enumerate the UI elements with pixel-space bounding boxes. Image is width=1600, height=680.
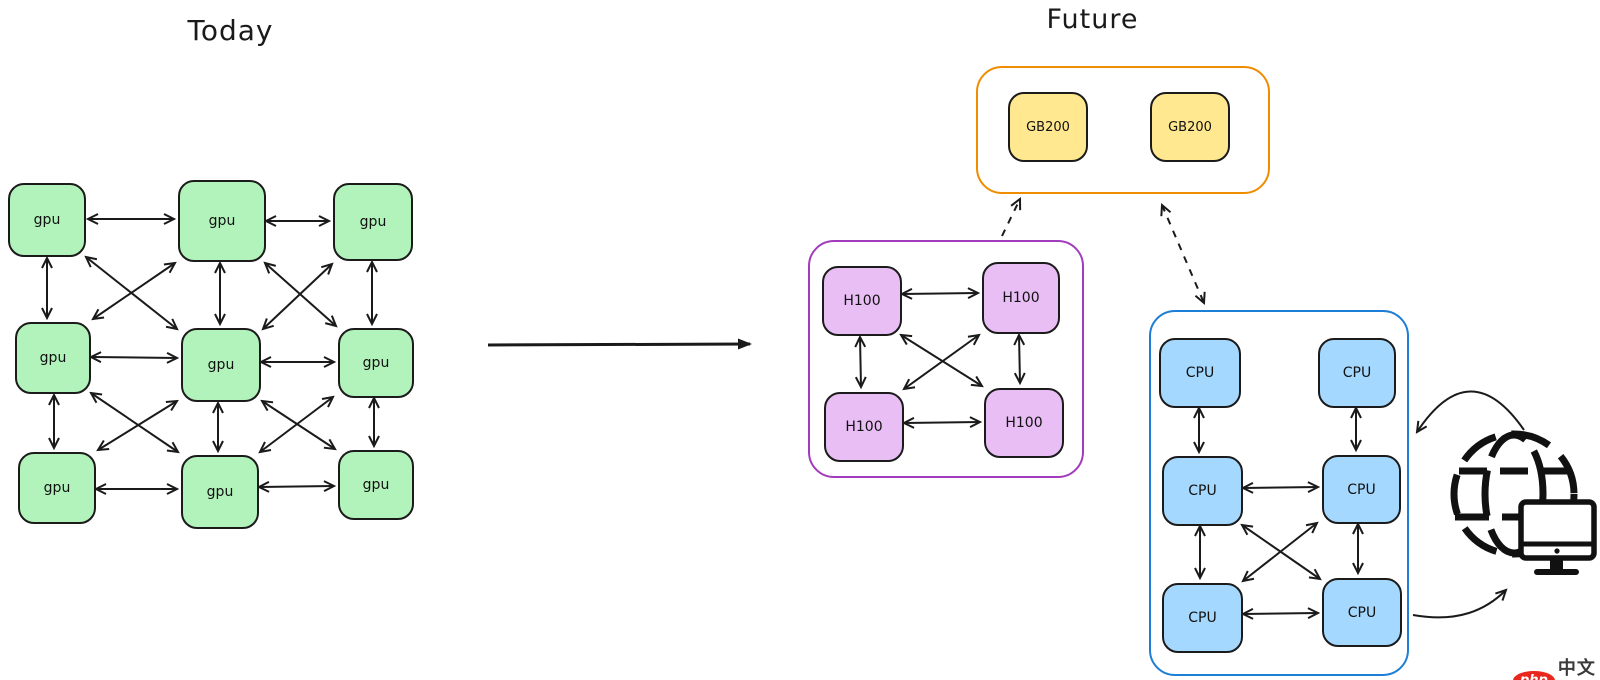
cpu-node: CPU	[1162, 456, 1243, 526]
monitor-icon	[1518, 499, 1597, 575]
gpu-node: gpu	[8, 183, 86, 257]
gpu-node: gpu	[18, 452, 96, 524]
watermark-text: 中文网	[1557, 658, 1596, 679]
future-title: Future	[1046, 4, 1139, 35]
internet-link-arrows	[1412, 390, 1525, 619]
gb200-node: GB200	[1150, 92, 1230, 162]
h100-mesh-arrows	[860, 293, 1020, 423]
cpu-node: CPU	[1162, 583, 1243, 653]
h100-node: H100	[824, 392, 904, 462]
watermark: php 中文网	[1513, 654, 1600, 680]
cluster-link-arrows	[1001, 196, 1204, 303]
h100-node: H100	[822, 266, 902, 336]
cpu-cluster-container	[1149, 310, 1409, 676]
gpu-node: gpu	[181, 455, 259, 529]
gb200-cluster-container	[976, 66, 1270, 194]
gpu-node: gpu	[338, 328, 414, 398]
php-logo: php	[1513, 670, 1555, 680]
today-title: Today	[187, 14, 274, 47]
h100-cluster-container	[808, 240, 1084, 478]
cpu-node: CPU	[1322, 455, 1401, 524]
gpu-node: gpu	[338, 450, 414, 520]
gpu-node: gpu	[15, 322, 91, 394]
cpu-node: CPU	[1159, 338, 1241, 408]
gpu-node: gpu	[181, 328, 261, 402]
today-to-future-arrow	[487, 338, 752, 350]
gpu-node: gpu	[333, 183, 413, 261]
cpu-mesh-arrows	[1199, 408, 1358, 614]
h100-node: H100	[984, 388, 1064, 458]
today-mesh-arrows	[47, 219, 374, 489]
cpu-node: CPU	[1322, 578, 1402, 647]
gpu-node: gpu	[178, 180, 266, 262]
gb200-node: GB200	[1008, 92, 1088, 162]
cpu-node: CPU	[1318, 338, 1396, 408]
h100-node: H100	[982, 262, 1060, 334]
